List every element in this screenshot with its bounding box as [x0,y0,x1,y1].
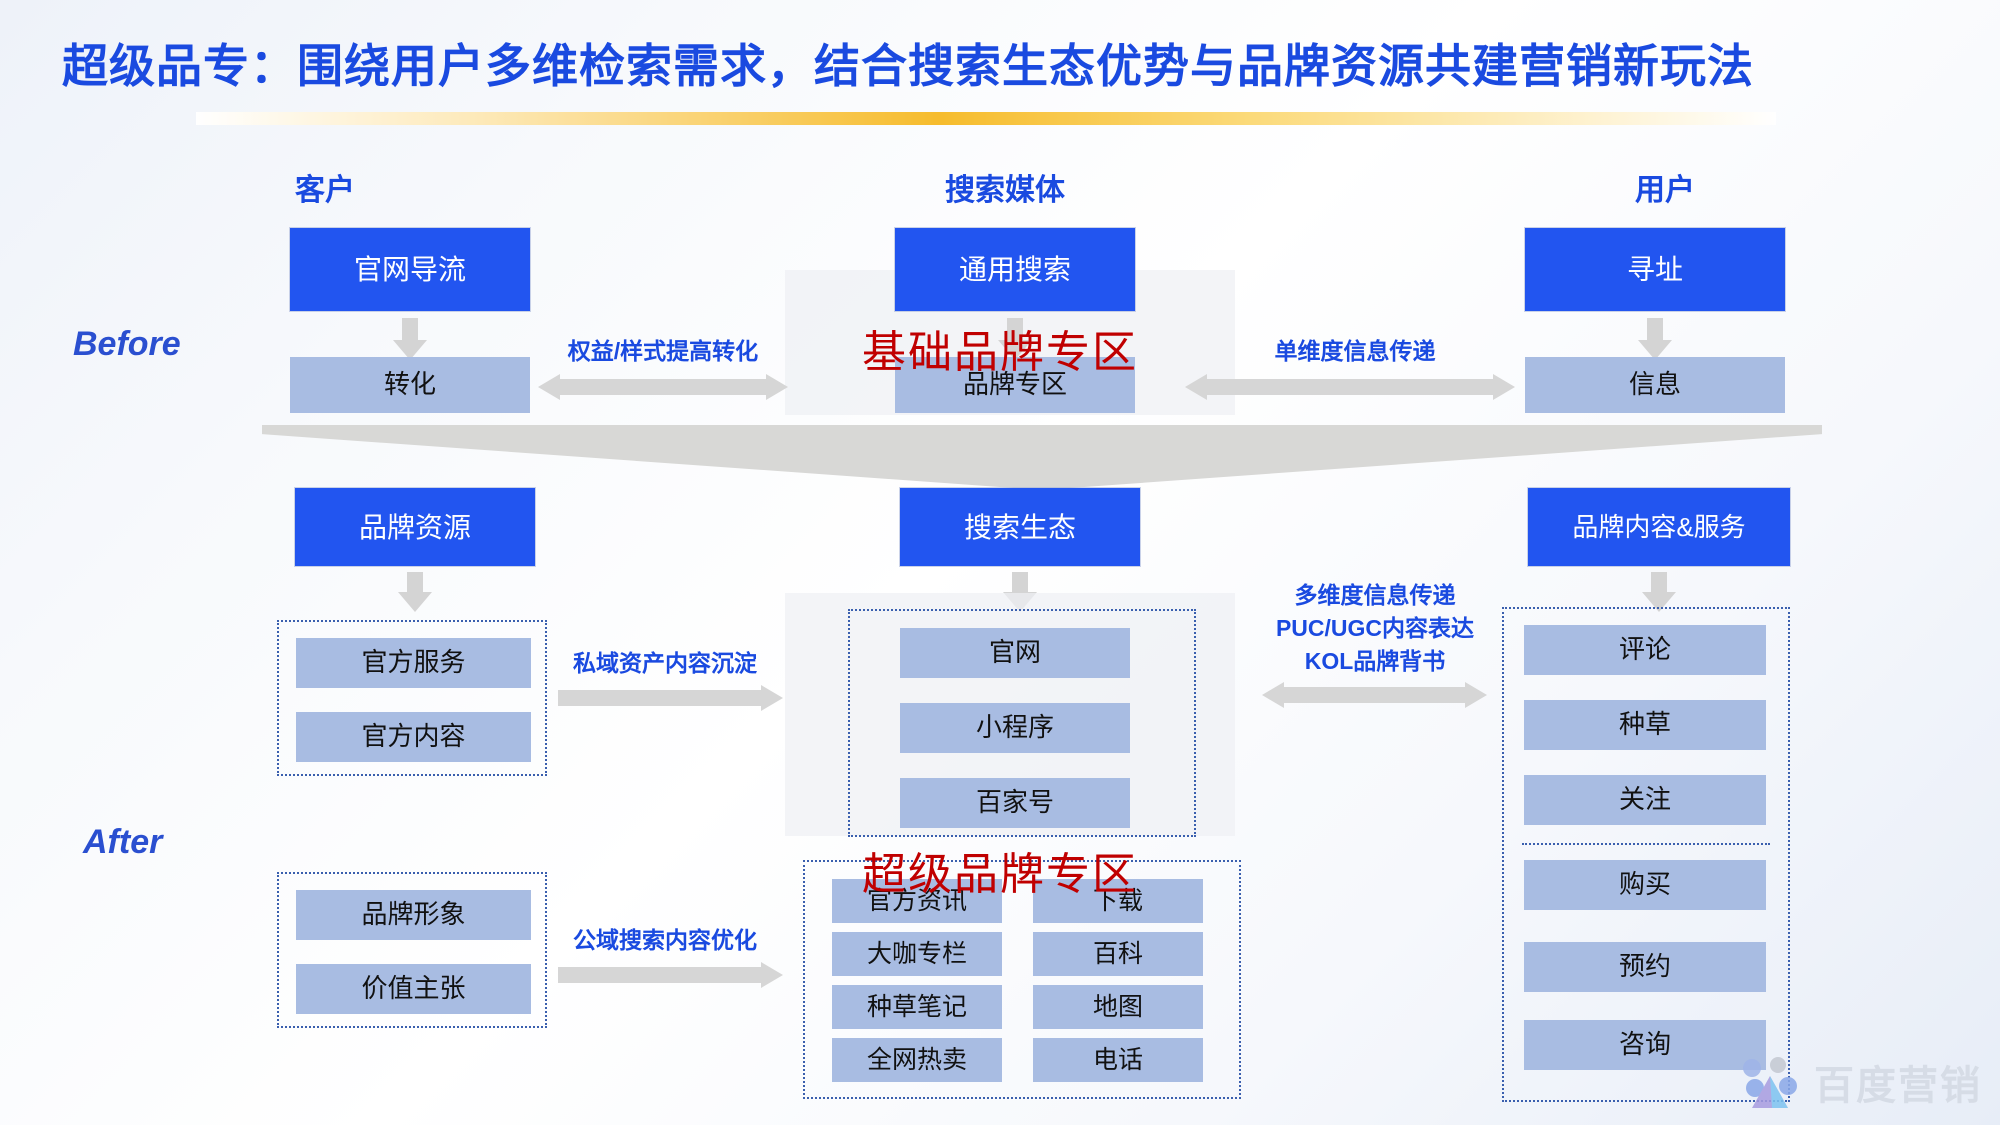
before-user-secondary-box[interactable]: 信息 [1525,357,1785,413]
arrow-shaft [402,318,418,342]
after-brand-content-group-a-item-2[interactable]: 关注 [1524,775,1766,825]
after-brand-content-group-b-item-2[interactable]: 咨询 [1524,1020,1766,1070]
after-brand-content-group-a-item-1[interactable]: 种草 [1524,700,1766,750]
before-media-secondary-box[interactable]: 品牌专区 [895,357,1135,413]
before-customer-secondary-box[interactable]: 转化 [290,357,530,413]
after-brand-resource-down-arrow-icon [395,572,435,612]
arrow-bar [558,690,761,706]
after-brand-resource-primary-box[interactable]: 品牌资源 [295,488,535,566]
arrow-tip-right [766,374,788,400]
before-media-callout: 基础品牌专区 [862,328,1138,377]
arrow-head [1638,340,1672,360]
arrow-tip-left [1185,374,1207,400]
page-title: 超级品专：围绕用户多维检索需求，结合搜索生态优势与品牌资源共建营销新玩法 [62,40,1754,92]
arrow-tip-right [1465,682,1487,708]
after-left-arrow-label-top: 私域资产内容沉淀 [573,650,757,676]
watermark: 百度营销 [1738,1053,1982,1111]
after-search-eco-callout: 超级品牌专区 [862,850,1138,899]
after-search-eco-grid-group [803,860,1241,1099]
after-search-eco-grid-item-2-0[interactable]: 种草笔记 [832,985,1002,1029]
after-brand-resource-group [277,620,547,776]
arrow-tip-left [538,374,560,400]
phase-label-before: Before [73,325,181,363]
arrow-tip-left [1262,682,1284,708]
after-brand-image-item-1[interactable]: 价值主张 [296,964,531,1014]
after-brand-content-group [1502,607,1790,1102]
after-search-eco-grid-item-1-0[interactable]: 大咖专栏 [832,932,1002,976]
before-user-down-arrow-icon [1635,318,1675,360]
after-brand-content-primary-box[interactable]: 品牌内容&服务 [1528,488,1790,566]
after-search-eco-grid-item-3-1[interactable]: 电话 [1033,1038,1203,1082]
before-user-primary-box[interactable]: 寻址 [1525,228,1785,311]
after-brand-content-group-b-item-1[interactable]: 预约 [1524,942,1766,992]
after-right-bidirectional-arrow-icon [1262,682,1487,708]
before-right-arrow-label: 单维度信息传递 [1274,338,1436,364]
after-search-eco-grid-item-0-1[interactable]: 下载 [1033,879,1203,923]
title-underline-bar [196,112,1776,125]
after-search-eco-top-item-0[interactable]: 官网 [900,628,1130,678]
arrow-head [398,592,432,612]
after-brand-image-item-0[interactable]: 品牌形象 [296,890,531,940]
arrow-tip-right [761,685,783,711]
after-search-eco-grid-item-1-1[interactable]: 百科 [1033,932,1203,976]
after-brand-content-group-divider [1522,843,1770,845]
before-customer-primary-box[interactable]: 官网导流 [290,228,530,311]
arrow-tip-right [1493,374,1515,400]
before-customer-down-arrow-icon [390,318,430,360]
before-media-down-arrow-icon [995,318,1035,360]
after-right-arrow-label-2: KOL品牌背书 [1304,648,1446,674]
after-search-eco-grid-item-2-1[interactable]: 地图 [1033,985,1203,1029]
phase-label-after: After [83,823,163,861]
after-search-eco-top-item-1[interactable]: 小程序 [900,703,1130,753]
after-brand-resource-item-0[interactable]: 官方服务 [296,638,531,688]
after-brand-resource-item-1[interactable]: 官方内容 [296,712,531,762]
after-search-eco-grid-item-0-0[interactable]: 官方资讯 [832,879,1002,923]
arrow-bar [1284,687,1465,703]
before-media-primary-box[interactable]: 通用搜索 [895,228,1135,311]
after-search-eco-top-group [848,609,1196,837]
before-left-bidirectional-arrow-icon [538,374,788,400]
after-brand-content-group-a-item-0[interactable]: 评论 [1524,625,1766,675]
after-left-arrow-bottom-icon [558,962,783,988]
after-left-arrow-label-bottom: 公域搜索内容优化 [573,927,757,953]
arrow-bar [1207,379,1493,395]
arrow-shaft [1647,318,1663,342]
arrow-head [393,340,427,360]
arrow-shaft [1007,318,1023,342]
baidu-paw-icon [1743,1057,1797,1108]
after-left-arrow-top-icon [558,685,783,711]
column-header-search-media: 搜索媒体 [945,174,1065,207]
arrow-shaft [1012,572,1028,594]
column-header-customer: 客户 [295,174,355,207]
arrow-bar [558,967,761,983]
after-right-arrow-label-1: PUC/UGC内容表达 [1275,615,1475,641]
arrow-head [998,340,1032,360]
arrow-bar [560,379,766,395]
arrow-shaft [1651,572,1667,594]
before-right-bidirectional-arrow-icon [1185,374,1515,400]
after-brand-content-group-b-item-0[interactable]: 购买 [1524,860,1766,910]
after-brand-content-down-arrow-icon [1639,572,1679,612]
after-brand-image-group [277,872,547,1028]
arrow-shaft [407,572,423,594]
after-right-arrow-label-0: 多维度信息传递 [1294,582,1456,608]
after-search-eco-grid-item-3-0[interactable]: 全网热卖 [832,1038,1002,1082]
after-search-eco-primary-box[interactable]: 搜索生态 [900,488,1140,566]
after-search-eco-top-item-2[interactable]: 百家号 [900,778,1130,828]
arrow-tip-right [761,962,783,988]
watermark-text: 百度营销 [1814,1064,1982,1108]
transition-funnel-shape [262,425,1822,490]
before-left-arrow-label: 权益/样式提高转化 [567,338,759,364]
column-header-user: 用户 [1635,174,1695,207]
